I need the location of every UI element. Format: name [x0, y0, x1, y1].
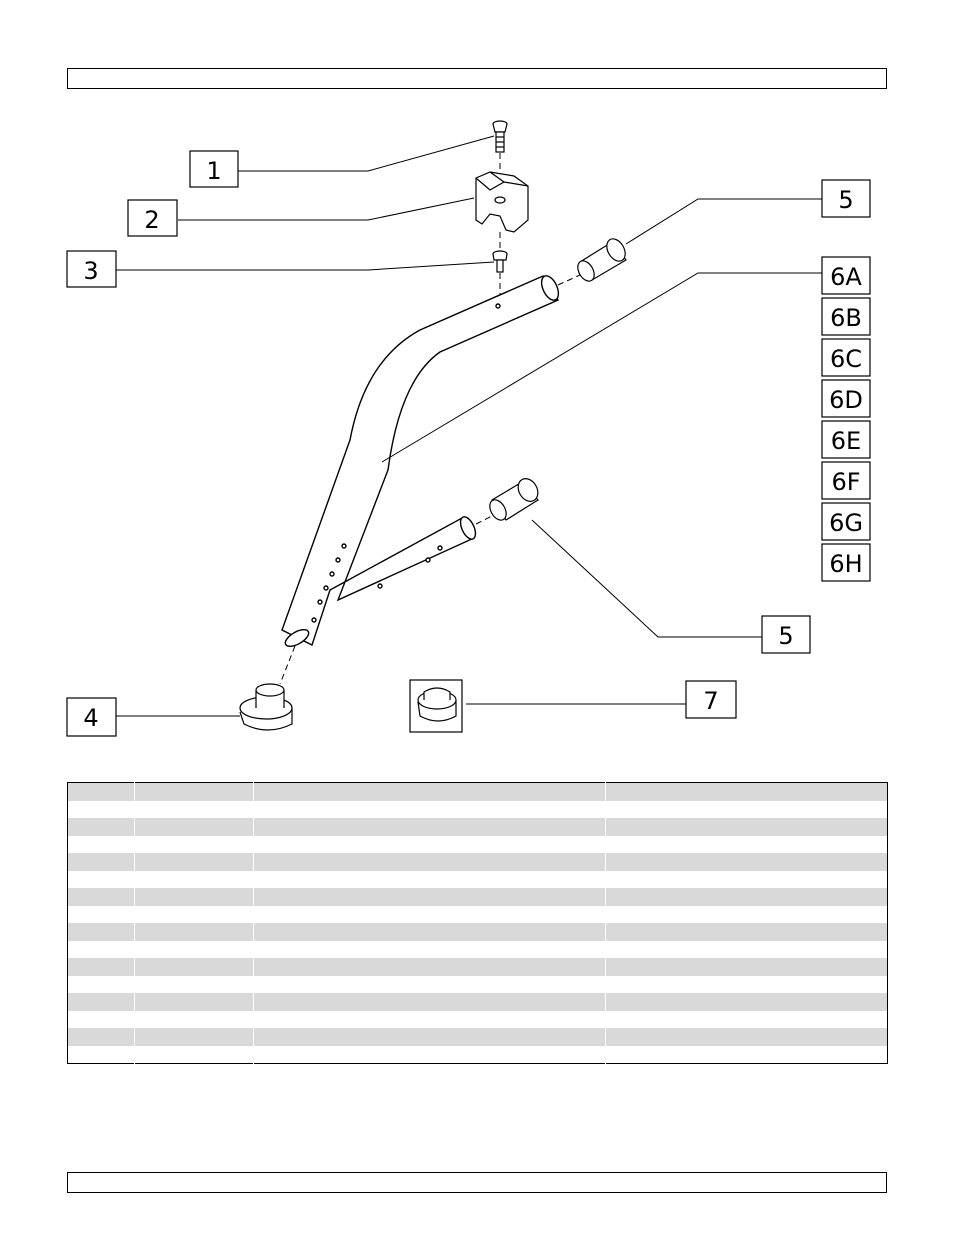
callout-box-4: 4	[66, 697, 117, 737]
callout-label-6e: 6E	[831, 427, 861, 455]
callout-box-6a: 6A	[821, 256, 871, 295]
exploded-parts-diagram: 1 2 3 4 5 5 6A 6B 6C 6D 6E 6F	[66, 120, 871, 737]
part-screw	[492, 120, 508, 153]
table-row	[68, 835, 888, 853]
callout-label-2: 2	[144, 206, 159, 234]
callout-label-6a: 6A	[830, 263, 862, 291]
callout-label-5-lower: 5	[778, 622, 793, 650]
table-row	[68, 975, 888, 993]
table-row	[67, 888, 888, 906]
footer-bar	[67, 1172, 887, 1193]
part-bolt	[492, 250, 508, 273]
table-row	[67, 993, 888, 1011]
table-row	[67, 1028, 888, 1046]
callout-label-6d: 6D	[829, 386, 863, 414]
callout-label-3: 3	[83, 257, 98, 285]
part-end-cap-upper	[577, 238, 627, 282]
callout-label-6g: 6G	[829, 509, 863, 537]
table-row	[68, 870, 888, 888]
table-row	[68, 940, 888, 958]
table-row	[68, 1010, 888, 1028]
parts-table	[67, 782, 888, 1064]
callout-box-1: 1	[189, 150, 239, 188]
callout-label-1: 1	[206, 157, 221, 185]
callout-box-6e: 6E	[821, 420, 871, 459]
table-row	[68, 1045, 888, 1064]
callout-label-4: 4	[83, 704, 98, 732]
callout-box-3: 3	[66, 250, 117, 288]
callout-label-5-upper: 5	[838, 186, 853, 214]
table-row	[67, 923, 888, 941]
callout-label-6h: 6H	[829, 550, 862, 578]
callout-label-6f: 6F	[831, 468, 860, 496]
callout-box-2: 2	[127, 199, 178, 237]
part-foot-cap	[239, 683, 293, 731]
callout-box-6b: 6B	[821, 297, 871, 336]
callout-label-6b: 6B	[830, 304, 862, 332]
table-row	[67, 782, 888, 801]
table-row	[67, 853, 888, 871]
part-cap-inset	[409, 679, 463, 733]
callout-box-5-lower: 5	[761, 615, 811, 654]
header-bar	[67, 68, 887, 89]
leader-lines	[116, 135, 822, 717]
callout-box-6d: 6D	[821, 379, 871, 418]
callout-box-6h: 6H	[821, 543, 871, 582]
table-row	[67, 958, 888, 976]
table-row	[68, 905, 888, 923]
callout-label-7: 7	[703, 687, 718, 715]
callout-box-7: 7	[685, 680, 737, 719]
callout-box-6f: 6F	[821, 461, 871, 500]
table-row	[68, 800, 888, 818]
part-end-cap-lower	[489, 478, 539, 521]
table-row	[67, 818, 888, 836]
callout-box-5-upper: 5	[821, 179, 871, 218]
callout-label-6c: 6C	[830, 345, 862, 373]
callout-box-6c: 6C	[821, 338, 871, 377]
callout-box-6g: 6G	[821, 502, 871, 541]
part-clamp-block	[475, 171, 529, 233]
part-frame-tube	[281, 275, 560, 648]
